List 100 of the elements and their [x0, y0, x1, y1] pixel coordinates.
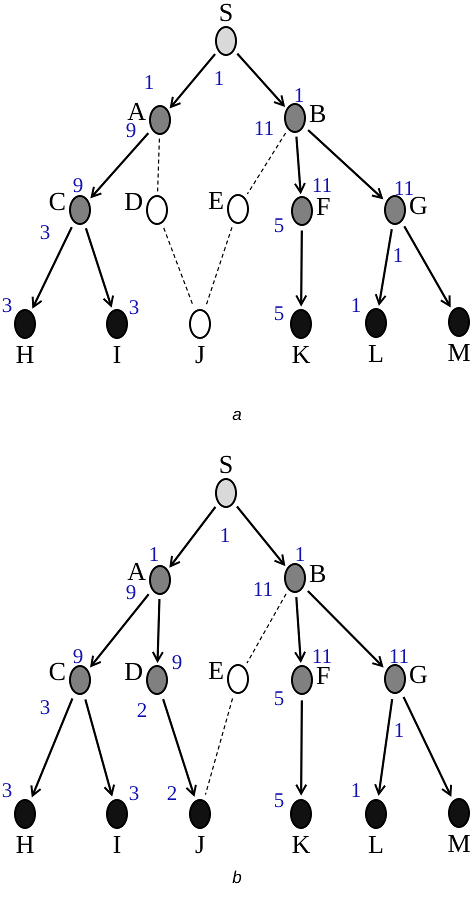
weight-number: 9 — [172, 651, 182, 673]
weight-number: 2 — [136, 699, 148, 721]
dashed-line — [246, 132, 286, 194]
node-letter: M — [447, 829, 471, 859]
node-letter: E — [208, 656, 224, 686]
circle-node — [106, 309, 128, 339]
dashed-line — [163, 228, 194, 306]
circle-node — [106, 799, 128, 829]
weight-number: 5 — [274, 789, 284, 811]
circle-node — [290, 309, 312, 339]
dashed-line — [205, 227, 233, 306]
node-letter: C — [48, 187, 66, 217]
circle-node — [215, 478, 237, 508]
weight-number: 1 — [350, 779, 362, 801]
weight-number: 11 — [252, 578, 274, 600]
circle-node — [215, 26, 237, 56]
circle-node — [365, 799, 387, 829]
circle-node — [189, 309, 211, 339]
circle-node — [146, 665, 168, 695]
node-letter: M — [447, 338, 471, 368]
weight-number: 1 — [350, 294, 362, 316]
arrow — [294, 596, 306, 662]
weight-number: 9 — [72, 645, 84, 667]
weight-number: 11 — [394, 177, 414, 199]
node-letter: D — [124, 657, 143, 687]
node-letter: B — [309, 99, 326, 129]
circle-node — [69, 665, 91, 695]
node-letter: G — [409, 660, 428, 690]
arrow — [162, 698, 197, 796]
arrow — [295, 230, 308, 306]
weight-number: 3 — [2, 294, 12, 316]
circle-node — [365, 308, 387, 338]
circle-node — [149, 105, 171, 135]
circle-node — [291, 665, 313, 695]
weight-number: 11 — [388, 645, 410, 667]
dashed-line — [204, 698, 234, 795]
node-letter: J — [194, 340, 206, 370]
node-letter: E — [208, 186, 224, 216]
arrow — [236, 52, 285, 106]
weight-number: 1 — [220, 524, 230, 546]
arrow — [294, 136, 306, 194]
weight-number: 5 — [274, 302, 284, 324]
circle-node — [448, 307, 470, 337]
arrow — [374, 228, 393, 305]
weight-number: 2 — [166, 782, 178, 804]
node-letter: D — [124, 187, 143, 217]
circle-node — [227, 664, 249, 694]
arrow — [32, 226, 73, 308]
arrow — [152, 598, 164, 662]
arrow — [402, 696, 452, 796]
weight-number: 3 — [128, 296, 140, 318]
weight-number: 5 — [274, 687, 284, 709]
weight-number: 3 — [40, 221, 50, 243]
arrow — [84, 228, 114, 307]
panel-caption: a — [232, 405, 242, 425]
node-letter: L — [368, 830, 384, 860]
weight-number: 9 — [72, 174, 84, 196]
weight-number: 1 — [148, 543, 160, 565]
node-letter: L — [368, 339, 384, 369]
node-letter: C — [48, 657, 66, 687]
node-letter: K — [292, 830, 310, 860]
weight-number: 1 — [294, 543, 306, 565]
weight-number: 11 — [254, 117, 274, 139]
node-letter: I — [112, 830, 122, 860]
arrow — [403, 226, 451, 307]
weight-number: 1 — [392, 244, 404, 266]
arrow — [90, 132, 150, 198]
weight-number: 1 — [214, 67, 224, 89]
circle-node — [284, 563, 306, 593]
circle-node — [146, 195, 168, 225]
circle-node — [384, 195, 406, 225]
weight-number: 3 — [40, 696, 50, 718]
node-letter: K — [292, 340, 310, 370]
arrow — [307, 590, 384, 668]
arrow — [170, 53, 216, 108]
node-letter: J — [194, 830, 206, 860]
weight-number: 1 — [394, 719, 404, 741]
weight-number: 1 — [144, 71, 154, 93]
arrow — [30, 698, 74, 797]
arrow — [307, 129, 383, 199]
weight-number: 3 — [2, 779, 12, 801]
panel-caption: b — [232, 868, 242, 888]
node-letter: S — [218, 450, 234, 480]
circle-node — [291, 196, 313, 226]
circle-node — [69, 195, 91, 225]
node-letter: H — [16, 340, 34, 370]
circle-node — [448, 798, 470, 828]
node-letter: S — [218, 0, 234, 28]
arrow — [84, 699, 116, 796]
circle-node — [149, 565, 171, 595]
circle-node — [14, 799, 36, 829]
dashed-line — [246, 594, 287, 664]
arrow — [236, 506, 286, 566]
arrow — [170, 506, 216, 568]
circle-node — [384, 664, 406, 694]
circle-node — [189, 799, 211, 829]
weight-number: 11 — [312, 645, 332, 667]
dashed-line — [157, 138, 160, 192]
weight-number: 3 — [128, 782, 140, 804]
arrow — [295, 700, 308, 795]
